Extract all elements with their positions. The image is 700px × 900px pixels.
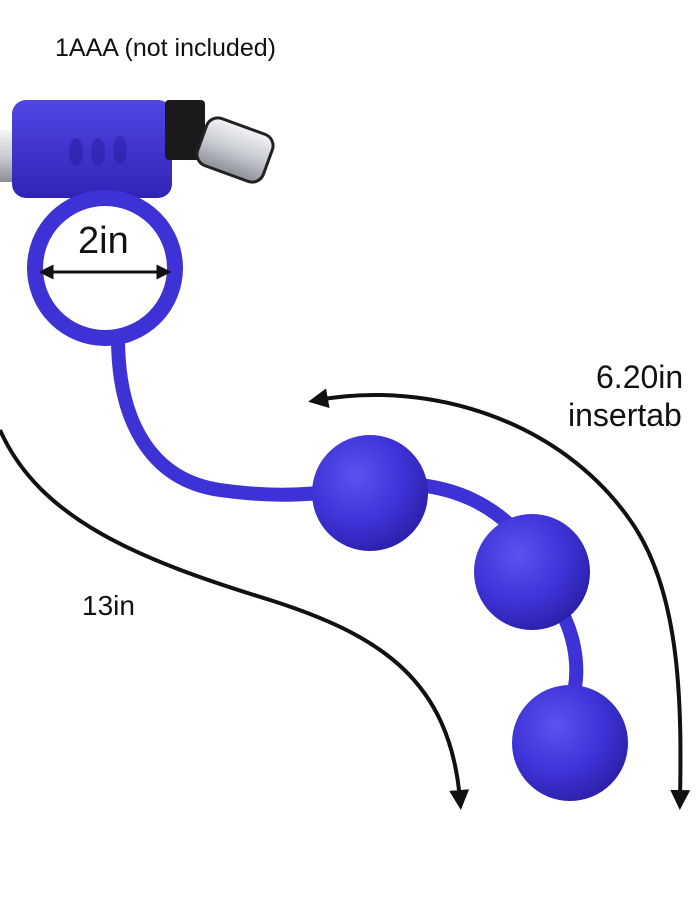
anal-bead-3 [512, 685, 628, 801]
anal-bead-2 [474, 514, 590, 630]
battery-note: 1AAA (not included) [55, 34, 276, 62]
vibrator-sleeve [12, 100, 172, 198]
insertable-length-caption: insertab [568, 397, 682, 433]
anal-bead-1 [312, 435, 428, 551]
total-length-label: 13in [82, 590, 135, 621]
insertable-length-label: 6.20in insertab [568, 358, 684, 434]
insertable-length-value: 6.20in [596, 359, 684, 395]
ring-diameter-label: 2in [78, 220, 129, 262]
insertable-length-arrow [308, 388, 691, 810]
battery-cap [165, 100, 275, 184]
cock-ring [27, 190, 183, 346]
